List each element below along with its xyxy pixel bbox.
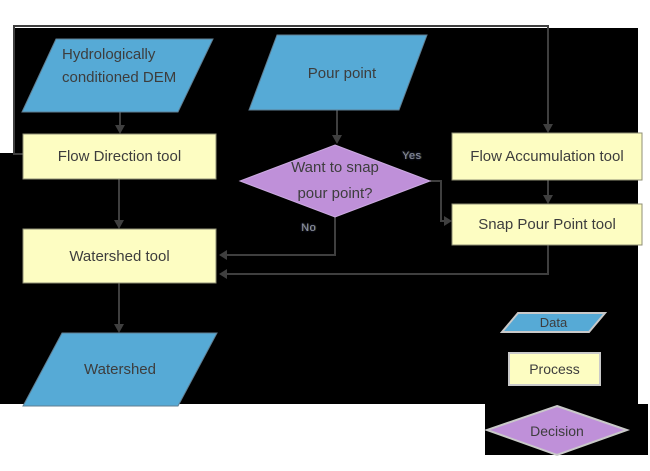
arrowhead-into-watershed xyxy=(114,324,124,333)
arrowhead-into-snappourpoint-left xyxy=(444,216,452,226)
arrowhead-into-flowaccumulation xyxy=(543,124,553,133)
arrowhead-into-watershedtool-right-no xyxy=(219,250,227,260)
legend-shapes xyxy=(483,312,631,457)
watershed-parallelogram xyxy=(22,332,218,407)
flow-direction-rect xyxy=(22,133,217,180)
snap-pour-point-rect xyxy=(451,203,643,246)
arrowhead-into-watershedtool-right-snap xyxy=(219,269,227,279)
process-shapes xyxy=(22,132,643,284)
legend-process-rect xyxy=(508,352,601,386)
arrowhead-into-decision xyxy=(332,135,342,144)
dem-parallelogram xyxy=(21,38,214,113)
legend-data-parallelogram xyxy=(499,312,608,333)
arrowheads xyxy=(114,124,553,333)
pour-point-parallelogram xyxy=(248,34,428,111)
watershed-tool-rect xyxy=(22,228,217,284)
flow-accumulation-rect xyxy=(451,132,643,181)
no-branch-label: No xyxy=(301,222,317,234)
background-left-extension xyxy=(0,153,14,404)
decision-diamond xyxy=(238,144,432,218)
arrowhead-into-snappourpoint-top xyxy=(543,195,553,204)
edge-flowdirection-to-flowaccumulation xyxy=(13,25,549,155)
arrowhead-into-flowdirection xyxy=(115,125,125,134)
arrowhead-into-watershedtool-top xyxy=(114,220,124,229)
edge-decision-yes xyxy=(430,180,445,222)
edge-decision-no xyxy=(226,217,336,256)
connector-lines xyxy=(13,25,549,326)
data-shapes xyxy=(21,34,428,407)
legend-decision-diamond xyxy=(483,404,631,457)
edge-snappourpoint-to-watershedtool xyxy=(226,245,549,275)
yes-branch-label: Yes xyxy=(402,150,422,162)
